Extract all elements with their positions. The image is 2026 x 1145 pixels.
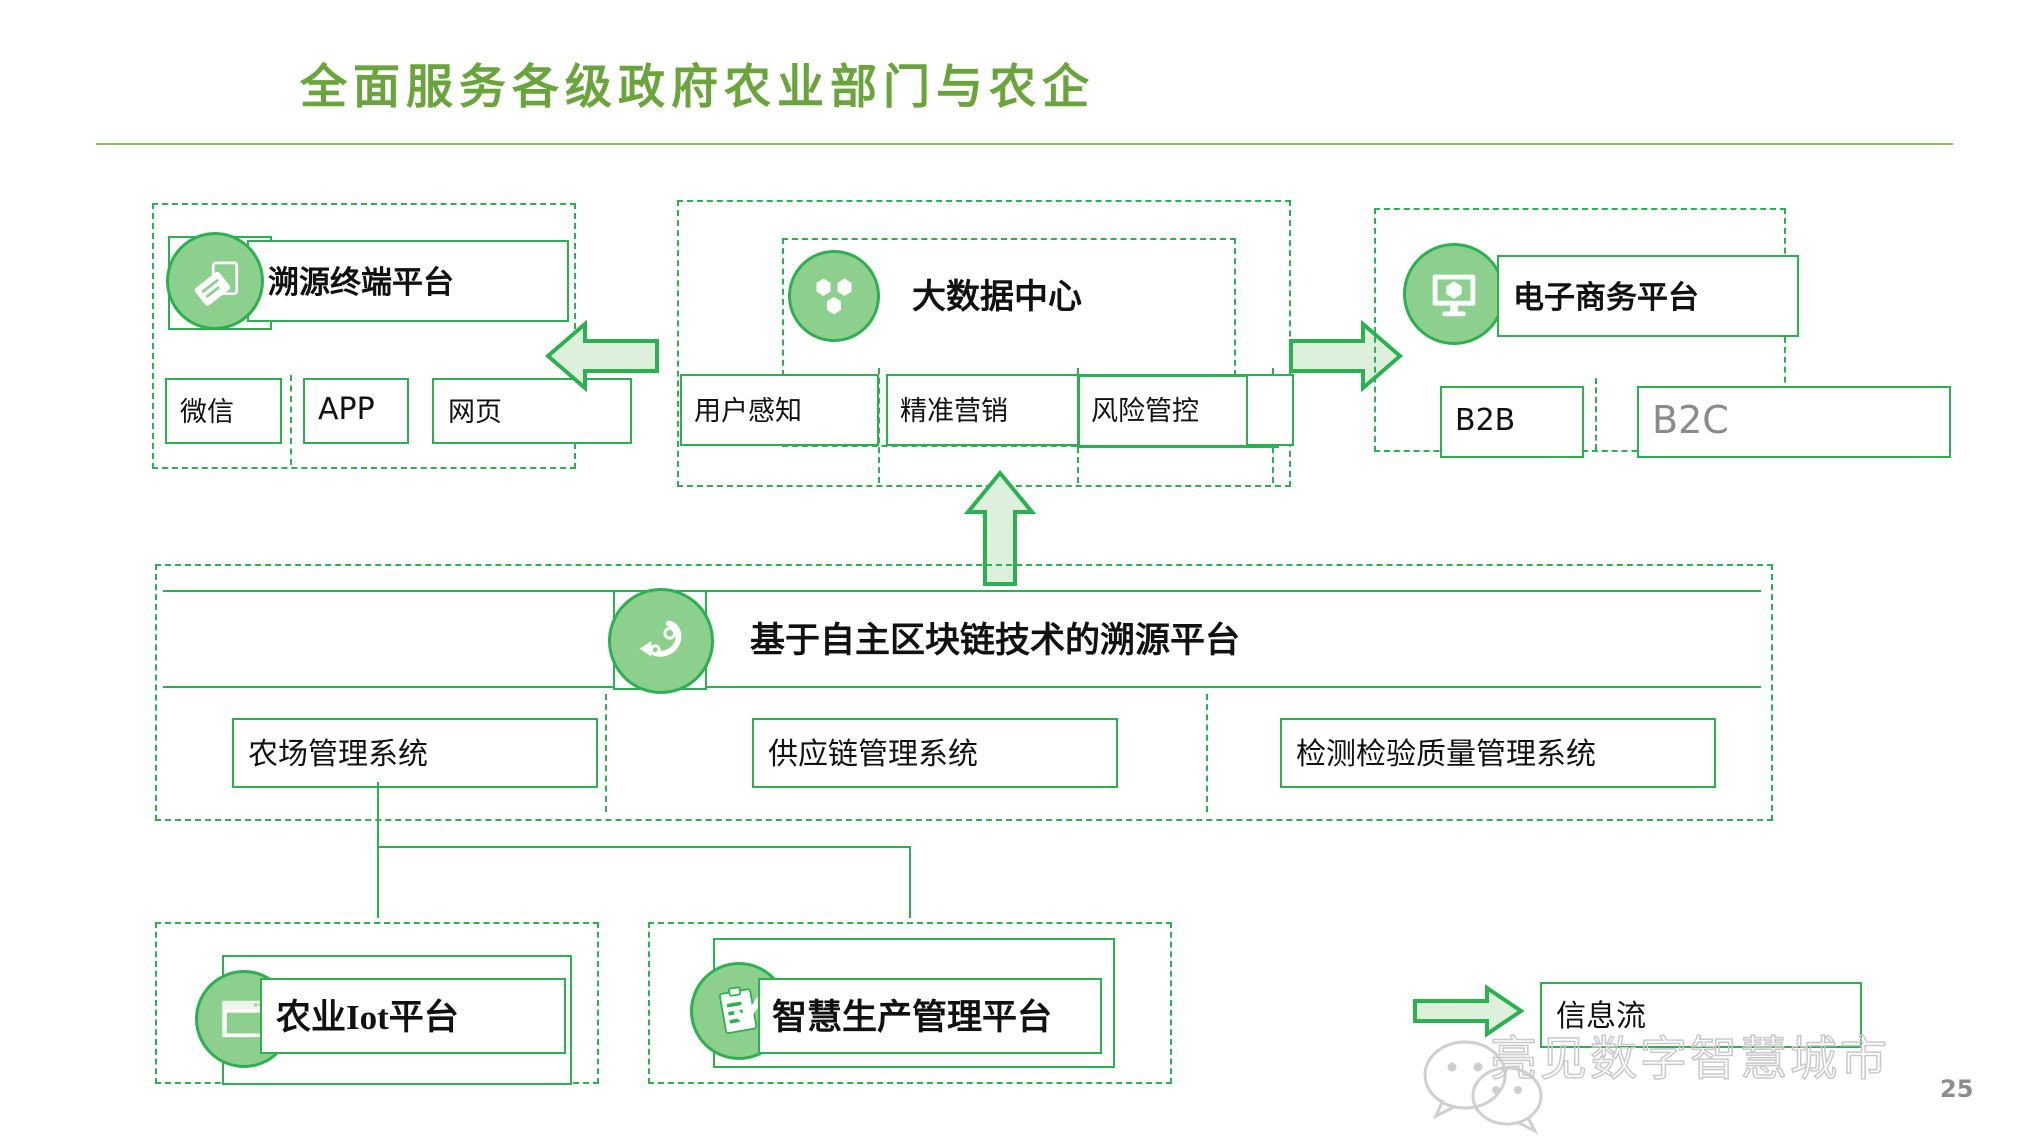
big-data-inner-panel xyxy=(782,238,1236,447)
trace-terminal-divider-1 xyxy=(290,375,292,465)
wechat-icon xyxy=(1410,1030,1560,1145)
blockchain-divider-1 xyxy=(605,694,607,812)
big-data-child-2-label: 风险管控 xyxy=(1091,395,1199,426)
connector-trunk xyxy=(377,782,379,848)
big-data-child-1-box[interactable] xyxy=(886,374,1086,446)
ecommerce-heading: 电子商务平台 xyxy=(1513,279,1699,315)
ecommerce-heading-box xyxy=(1497,255,1799,337)
legend-arrow-icon xyxy=(1413,984,1525,1038)
blockchain-heading: 基于自主区块链技术的溯源平台 xyxy=(750,620,1241,660)
right-arrow-icon xyxy=(1288,319,1404,393)
blockchain-divider-2 xyxy=(1206,694,1208,812)
ecommerce-child-0-label: B2B xyxy=(1455,402,1516,438)
blockchain-heading-bottom-rule xyxy=(163,686,1761,688)
trace-terminal-child-1-box[interactable] xyxy=(303,378,409,444)
left-arrow-icon xyxy=(544,319,660,393)
big-data-child-2-box[interactable] xyxy=(1077,374,1279,448)
big-data-heading: 大数据中心 xyxy=(912,278,1082,316)
trace-terminal-heading-box xyxy=(247,240,569,322)
page-title: 全面服务各级政府农业部门与农企 xyxy=(300,60,1095,115)
trace-terminal-child-2-label: 网页 xyxy=(448,396,502,427)
blockchain-child-0-label: 农场管理系统 xyxy=(248,738,428,771)
trace-terminal-child-0-label: 微信 xyxy=(180,396,234,427)
watermark-text: 亮见数字智慧城市 xyxy=(1489,1031,1890,1088)
ecommerce-divider-1 xyxy=(1595,378,1597,450)
ecommerce-child-1-label: B2C xyxy=(1652,398,1729,442)
iot-label: 农业Iot平台 xyxy=(276,997,459,1037)
blockchain-child-1-box[interactable] xyxy=(752,718,1118,788)
legend-box xyxy=(1540,982,1862,1048)
page-number: 25 xyxy=(1940,1075,1974,1103)
big-data-child-1-label: 精准营销 xyxy=(900,395,1008,426)
blockchain-heading-top-rule xyxy=(163,590,1761,592)
smart-production-label: 智慧生产管理平台 xyxy=(772,997,1053,1037)
iot-label-box[interactable] xyxy=(260,978,566,1054)
cube-icon xyxy=(788,250,880,342)
trace-terminal-child-0-box[interactable] xyxy=(165,378,282,444)
ecommerce-child-0-box[interactable] xyxy=(1440,386,1584,458)
chain-link-icon xyxy=(608,588,714,694)
legend-label: 信息流 xyxy=(1556,1000,1646,1033)
blockchain-panel xyxy=(155,564,1773,821)
monitor-cube-icon xyxy=(1403,243,1505,345)
big-data-child-tail-box xyxy=(1246,374,1294,446)
ecommerce-child-1-box[interactable] xyxy=(1637,386,1951,458)
trace-terminal-heading: 溯源终端平台 xyxy=(268,264,454,300)
trace-terminal-child-1-label: APP xyxy=(318,391,375,427)
big-data-child-0-box[interactable] xyxy=(680,374,879,446)
connector-branch-right xyxy=(909,846,911,918)
big-data-divider-1 xyxy=(878,368,880,483)
tag-icon xyxy=(166,232,264,330)
blockchain-child-2-label: 检测检验质量管理系统 xyxy=(1296,738,1596,771)
blockchain-child-0-box[interactable] xyxy=(232,718,598,788)
trace-terminal-child-2-box[interactable] xyxy=(432,378,632,444)
title-divider xyxy=(96,143,1953,145)
big-data-child-0-label: 用户感知 xyxy=(694,395,802,426)
up-arrow-icon xyxy=(963,469,1037,588)
connector-branch-left xyxy=(377,846,379,918)
connector-bridge xyxy=(377,846,911,848)
blockchain-child-1-label: 供应链管理系统 xyxy=(768,738,978,771)
blockchain-child-2-box[interactable] xyxy=(1280,718,1716,788)
smart-production-label-box[interactable] xyxy=(758,978,1102,1054)
smart-production-panel xyxy=(648,922,1172,1084)
